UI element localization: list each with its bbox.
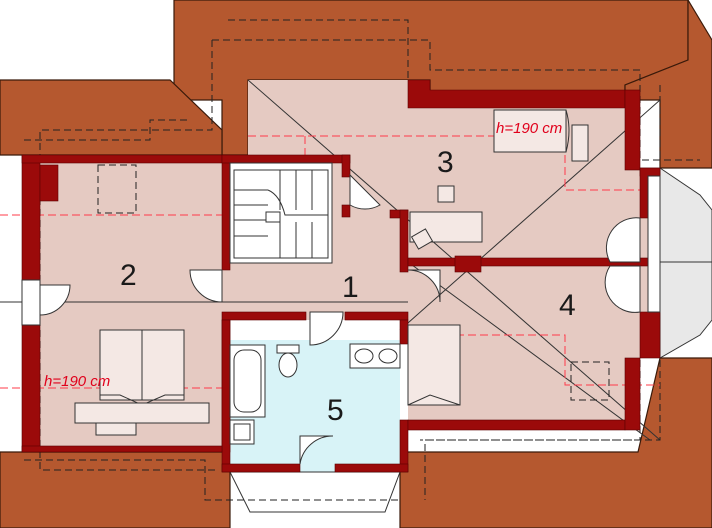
wall-room4-right-lower [624,357,641,431]
door-swing [605,217,641,263]
height-note-room3: h=190 cm [496,120,562,137]
staircase [229,162,333,264]
desk-chair [410,228,434,250]
stair-curve [267,189,328,216]
height-note-room2: h=190 cm [44,373,110,390]
door-swing [39,284,71,316]
bed-fold [407,394,461,406]
wall-left-upper [21,154,41,281]
sink [354,348,374,364]
wall-bottom-left-eave [21,445,223,453]
walls [21,79,661,473]
wall-stair-right-lower [341,204,351,218]
bed-room4 [407,324,461,406]
furniture [74,109,610,436]
eave-dashed [424,360,661,500]
sink [378,348,398,364]
height-190-line [248,135,660,191]
door-swing [309,311,344,346]
room-label-2: 2 [120,259,137,292]
doors [21,173,661,465]
bay-window-right [659,167,712,359]
stair-inner [233,169,329,259]
wall-chimney-mid [454,255,482,273]
wall-room4-bottom [407,419,626,431]
roof-top-left [0,79,223,156]
skylight [97,164,137,214]
floor-room-4 [408,262,660,430]
wall-room1-bottom-right [344,311,409,321]
wall-right-col-2 [639,311,661,359]
monitor [437,185,455,203]
bathtub-inner [233,349,262,413]
eave-dashed [228,19,409,80]
wall-stair-right [341,154,351,178]
window-right [647,175,661,313]
room-label-1: 1 [342,271,359,304]
wall-room1-bottom [221,311,307,321]
wall-bath-bottom-right [334,463,409,473]
wall-top-room2 [21,154,231,164]
door-swing [189,269,223,303]
ridge-line [407,261,651,441]
wall-left-chimney [39,164,59,202]
eave-dashed [39,40,218,471]
wall-stair-top [221,154,351,164]
wall-bath-right [399,319,409,345]
bed-fold [565,109,570,153]
door-swing [604,265,641,313]
eave-dashed [24,119,190,141]
room-label-3: 3 [437,146,454,179]
room-label-4: 4 [559,289,576,322]
toilet-bowl [278,352,298,378]
eave-dashed [212,39,700,161]
door-swing [407,269,441,303]
stair-post [265,211,281,223]
wall-bath-bottom-left [221,463,301,473]
wall-top-right [624,89,641,171]
wall-room3-divider [399,209,409,273]
height-190-line [408,334,660,386]
wall-left-lower [21,324,41,453]
roof-bottom-right [399,357,712,528]
door-swing [299,435,334,465]
bathroom-fixtures [229,343,401,445]
wall-bath-left [221,319,231,473]
bedside-room3 [571,124,589,162]
roof-bottom-left [0,451,231,528]
ridge-line [399,99,661,331]
cabinet-inner [233,423,251,441]
bedside-bench [74,402,210,424]
door-swing [349,173,381,210]
wall-stair-left [221,154,231,271]
bed-room3 [493,109,567,153]
toilet-tank [276,344,300,354]
bedside-table [95,422,137,436]
window-left [21,279,41,326]
skylight [570,361,610,401]
bay-window-bottom [229,471,401,513]
room-label-5: 5 [327,394,344,427]
eave-dashed [24,459,400,501]
